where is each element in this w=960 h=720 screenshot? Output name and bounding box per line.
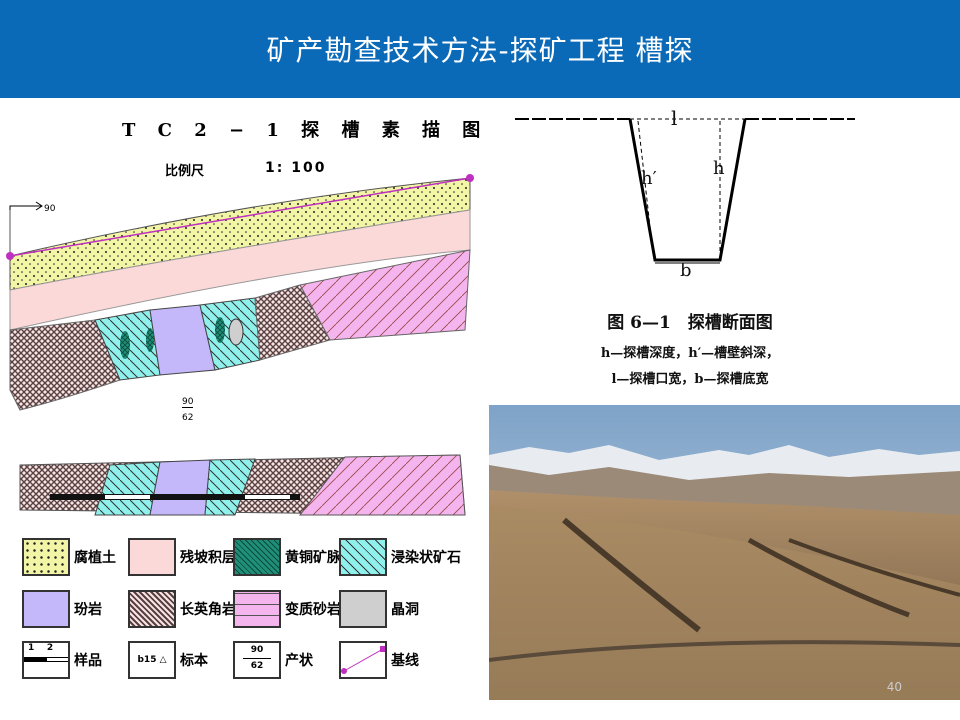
label-b: b bbox=[680, 260, 692, 281]
legend-item: 基线 bbox=[339, 641, 419, 679]
caption-line-1: h—探槽深度，h′—槽壁斜深， bbox=[600, 346, 780, 361]
legend-item: 残坡积层 bbox=[128, 538, 236, 576]
legend-item: 黄铜矿脉 bbox=[233, 538, 341, 576]
legend-item: 长英角岩 bbox=[128, 590, 236, 628]
legend-item: 浸染状矿石 bbox=[339, 538, 461, 576]
trench-cross-section-diagram bbox=[515, 118, 855, 264]
legend-item: b15 △标本 bbox=[128, 641, 208, 679]
figure-title: 图 6—1 探槽断面图 bbox=[607, 313, 773, 333]
label-h-prime: h′ bbox=[641, 168, 657, 189]
trench-sketch-diagram bbox=[6, 174, 474, 516]
legend-item: 晶洞 bbox=[339, 590, 419, 628]
label-l: l bbox=[671, 106, 678, 130]
slide-title-bar: 矿产勘查技术方法-探矿工程 槽探 bbox=[0, 0, 960, 98]
label-h: h bbox=[713, 158, 725, 179]
caption-line-2: l—探槽口宽，b—探槽底宽 bbox=[611, 372, 769, 387]
attitude-top: 90 bbox=[182, 397, 194, 408]
legend-item: 变质砂岩 bbox=[233, 590, 341, 628]
sketch-title: T C 2 − 1 探 槽 素 描 图 bbox=[122, 120, 489, 141]
legend-item: 腐植土 bbox=[22, 538, 116, 576]
scale-label: 比例尺 bbox=[165, 164, 205, 179]
legend-item: 玢岩 bbox=[22, 590, 102, 628]
attitude-bottom: 62 bbox=[182, 413, 194, 423]
page-number: 40 bbox=[886, 680, 902, 694]
scale-value: 1: 100 bbox=[265, 160, 327, 176]
slide-title: 矿产勘查技术方法-探矿工程 槽探 bbox=[266, 34, 694, 67]
trench-landscape-photo bbox=[489, 405, 960, 700]
marker-label: 90 bbox=[44, 204, 56, 214]
